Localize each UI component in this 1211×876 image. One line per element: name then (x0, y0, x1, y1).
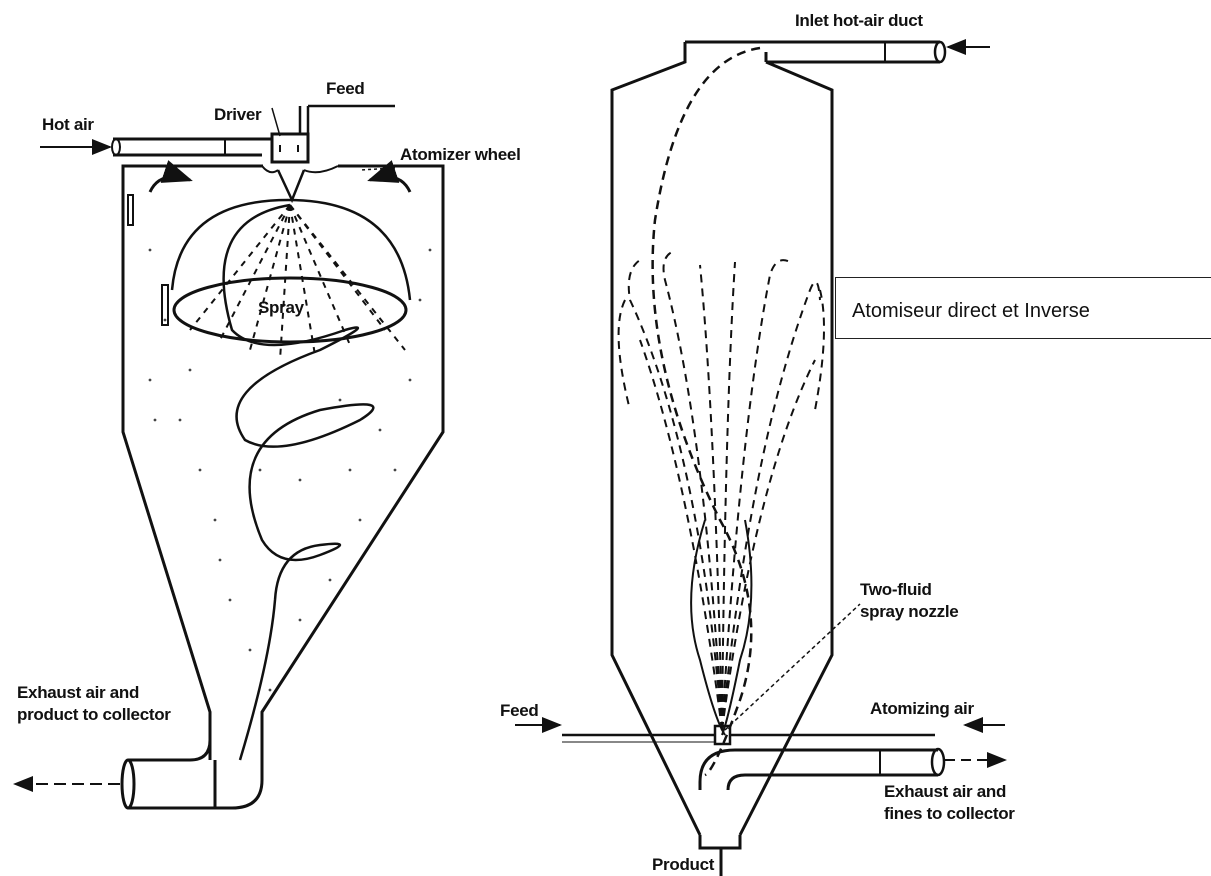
right-chamber-outline (612, 42, 832, 835)
label-exhaust-left-2: product to collector (17, 705, 171, 724)
atomizer-wheel (278, 170, 304, 200)
label-driver: Driver (214, 105, 262, 124)
label-feed-right: Feed (500, 701, 538, 720)
label-exhaust-left-1: Exhaust air and (17, 683, 139, 702)
label-exhaust-right-2: fines to collector (884, 804, 1015, 823)
label-atomizer-wheel: Atomizer wheel (400, 145, 521, 164)
label-feed-left: Feed (326, 79, 364, 98)
left-flow-spiral (224, 205, 374, 760)
label-atomizing-air: Atomizing air (870, 699, 974, 718)
right-labels: Inlet hot-air duct Two-fluid spray nozzl… (500, 11, 1015, 874)
left-labels: Hot air Driver Feed Atomizer wheel Spray… (17, 79, 521, 724)
left-feed-pipe (300, 106, 395, 134)
right-flow-path (653, 48, 760, 775)
left-hot-air-pipe (113, 139, 272, 155)
spray-dome (172, 200, 410, 300)
fountain-spray (619, 252, 824, 730)
left-dryer (15, 106, 443, 808)
label-spray: Spray (258, 298, 305, 317)
label-exhaust-right-1: Exhaust air and (884, 782, 1006, 801)
label-nozzle-2: spray nozzle (860, 602, 958, 621)
label-inlet-duct: Inlet hot-air duct (795, 11, 923, 30)
label-product: Product (652, 855, 715, 874)
label-nozzle-1: Two-fluid (860, 580, 932, 599)
caption-box: Atomiseur direct et Inverse (835, 277, 1211, 339)
caption-text: Atomiseur direct et Inverse (852, 300, 1090, 323)
left-outlet-elbow (128, 712, 262, 808)
right-dryer (515, 42, 1005, 876)
driver-box (272, 134, 308, 162)
inlet-duct (766, 42, 940, 62)
left-chamber-outline (123, 166, 443, 760)
label-hot-air: Hot air (42, 115, 94, 134)
